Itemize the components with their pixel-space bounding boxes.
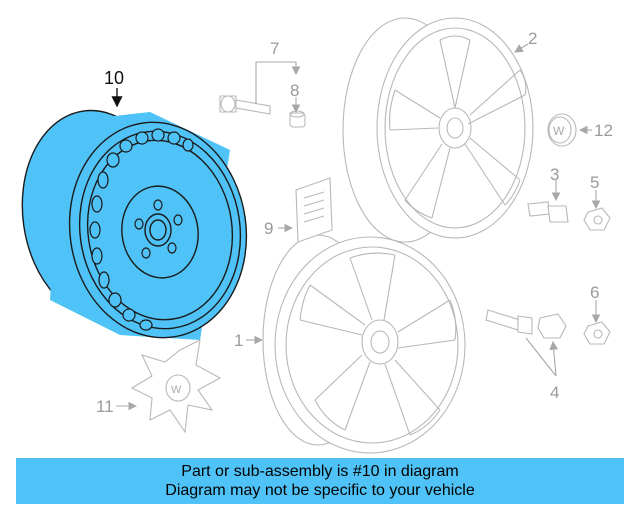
wheel-bolt-part-7[interactable] <box>219 95 271 115</box>
center-emblem-part-12[interactable]: W <box>547 113 577 147</box>
bolt-cap-part-8[interactable] <box>289 110 306 128</box>
callout-8: 8 <box>290 81 299 100</box>
lock-bolt-part-3[interactable] <box>527 201 569 223</box>
parts-diagram: W W <box>9 17 613 454</box>
callout-10: 10 <box>104 68 124 88</box>
nut-part-5[interactable] <box>583 207 611 231</box>
alloy-wheel-part-1[interactable] <box>262 234 466 454</box>
callout-7: 7 <box>270 39 279 58</box>
callout-4: 4 <box>550 383 559 402</box>
info-banner: Part or sub-assembly is #10 in diagram D… <box>16 458 624 504</box>
callout-2: 2 <box>528 29 537 48</box>
callout-11: 11 <box>96 397 114 416</box>
bolts-part-4[interactable] <box>485 309 567 339</box>
callout-3: 3 <box>550 165 559 184</box>
leader-lines <box>111 43 601 411</box>
svg-text:W: W <box>553 124 565 138</box>
callout-9: 9 <box>264 219 273 238</box>
callout-1: 1 <box>234 331 243 350</box>
callout-6: 6 <box>590 283 599 302</box>
label-plate-part-9[interactable] <box>295 177 333 243</box>
nut-part-6[interactable] <box>583 321 611 345</box>
vent-holes <box>89 128 194 331</box>
alloy-wheel-part-2[interactable] <box>342 17 534 243</box>
callout-5: 5 <box>590 173 599 192</box>
banner-line-2: Diagram may not be specific to your vehi… <box>165 482 475 499</box>
steel-wheel-part-10[interactable] <box>9 101 260 350</box>
hubcap-part-11[interactable]: W <box>130 339 222 434</box>
callout-12: 12 <box>594 121 613 140</box>
svg-text:W: W <box>171 384 182 396</box>
banner-line-1: Part or sub-assembly is #10 in diagram <box>181 463 459 480</box>
